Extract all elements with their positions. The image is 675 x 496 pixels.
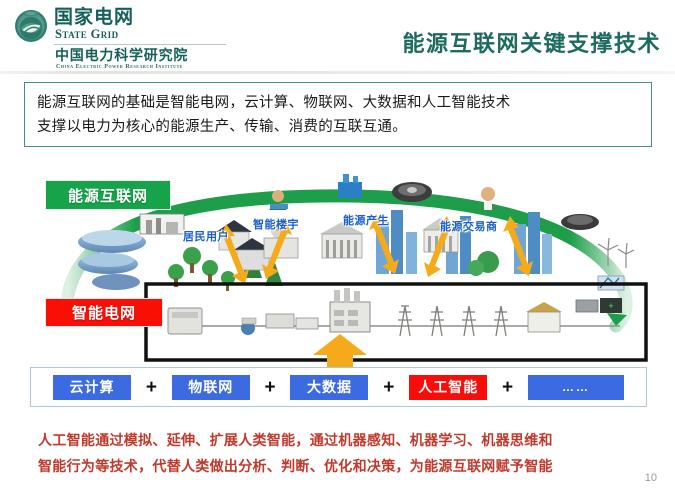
tech-chip-iot[interactable]: 物联网	[171, 374, 250, 400]
logo-divider	[54, 44, 226, 45]
smart-grid-boundary-box	[144, 282, 648, 362]
plus-separator-1: +	[145, 376, 157, 398]
company-name-en: State Grid	[55, 27, 119, 41]
smart-building-person-icon	[272, 190, 284, 202]
page-title: 能源互联网关键支撑技术	[402, 31, 661, 56]
energy-trader-person-icon	[481, 187, 495, 201]
institute-name-en: China Electric Power Research Institute	[56, 64, 184, 70]
energy-internet-diagram: +	[20, 160, 660, 365]
storage-battery-icon	[575, 299, 599, 313]
brand-logo-block: 国家电网 State Grid 中国电力科学研究院 China Electric…	[14, 6, 229, 70]
svg-text:+: +	[608, 301, 613, 311]
label-energy-generation: 能源产生	[343, 215, 389, 227]
tree-cluster-icon	[168, 247, 235, 291]
residential-house-icon	[216, 220, 272, 271]
summary-line-1: 能源互联网的基础是智能电网，云计算、物联网、大数据和人工智能技术	[37, 95, 511, 111]
footer-line-2: 智能行为等技术，代替人类做出分析、判断、优化和决策，为能源互联网赋予智能	[38, 458, 553, 474]
tag-energy-internet: 能源互联网	[45, 180, 171, 210]
header-divider	[0, 71, 675, 74]
transmission-tower-icon	[398, 305, 508, 337]
institute-name-cn: 中国电力科学研究院	[55, 47, 189, 63]
tech-chip-cloud-computing[interactable]: 云计算	[53, 374, 131, 400]
label-energy-trader: 能源交易商	[440, 221, 498, 233]
footer-line-1: 人工智能通过模拟、延伸、扩展人类智能，通过机器感知、机器学习、机器思维和	[38, 432, 553, 448]
page-number: 10	[644, 472, 657, 484]
plus-separator-4: +	[502, 376, 514, 398]
wind-turbine-icon	[597, 237, 635, 268]
label-residential-user: 居民用户	[183, 231, 229, 243]
footer-note: 人工智能通过模拟、延伸、扩展人类智能，通过机器感知、机器学习、机器思维和 智能行…	[38, 427, 644, 479]
summary-textbox: 能源互联网的基础是智能电网，云计算、物联网、大数据和人工智能技术 支撑以电力为核…	[24, 82, 652, 147]
plus-separator-2: +	[264, 376, 276, 398]
tech-chip-big-data[interactable]: 大数据	[290, 374, 369, 400]
plus-separator-3: +	[383, 376, 395, 398]
company-name-cn: 国家电网	[54, 7, 135, 28]
supporting-technology-row: 云计算 + 物联网 + 大数据 + 人工智能 + ……	[30, 367, 647, 407]
bidirectional-arrow-icon	[219, 214, 533, 284]
label-smart-building: 智能楼宇	[253, 219, 299, 231]
summary-line-2: 支撑以电力为核心的能源生产、传输、消费的互联互通。	[37, 119, 407, 135]
diagram-illustration: +	[61, 174, 648, 362]
tag-smart-grid: 智能电网	[45, 298, 163, 327]
tech-chip-more[interactable]: ……	[527, 374, 624, 400]
slide-header: 国家电网 State Grid 中国电力科学研究院 China Electric…	[0, 0, 675, 74]
ev-charger-icon	[600, 298, 622, 313]
grid-equipment-row	[167, 288, 620, 337]
tech-chip-artificial-intelligence[interactable]: 人工智能	[409, 374, 488, 400]
landmark-building-icon	[263, 218, 459, 259]
arc-arrowhead	[607, 313, 627, 326]
upward-connector-arrow	[313, 334, 367, 370]
state-grid-globe-icon	[15, 10, 47, 42]
blue-plant-icon	[338, 182, 362, 198]
